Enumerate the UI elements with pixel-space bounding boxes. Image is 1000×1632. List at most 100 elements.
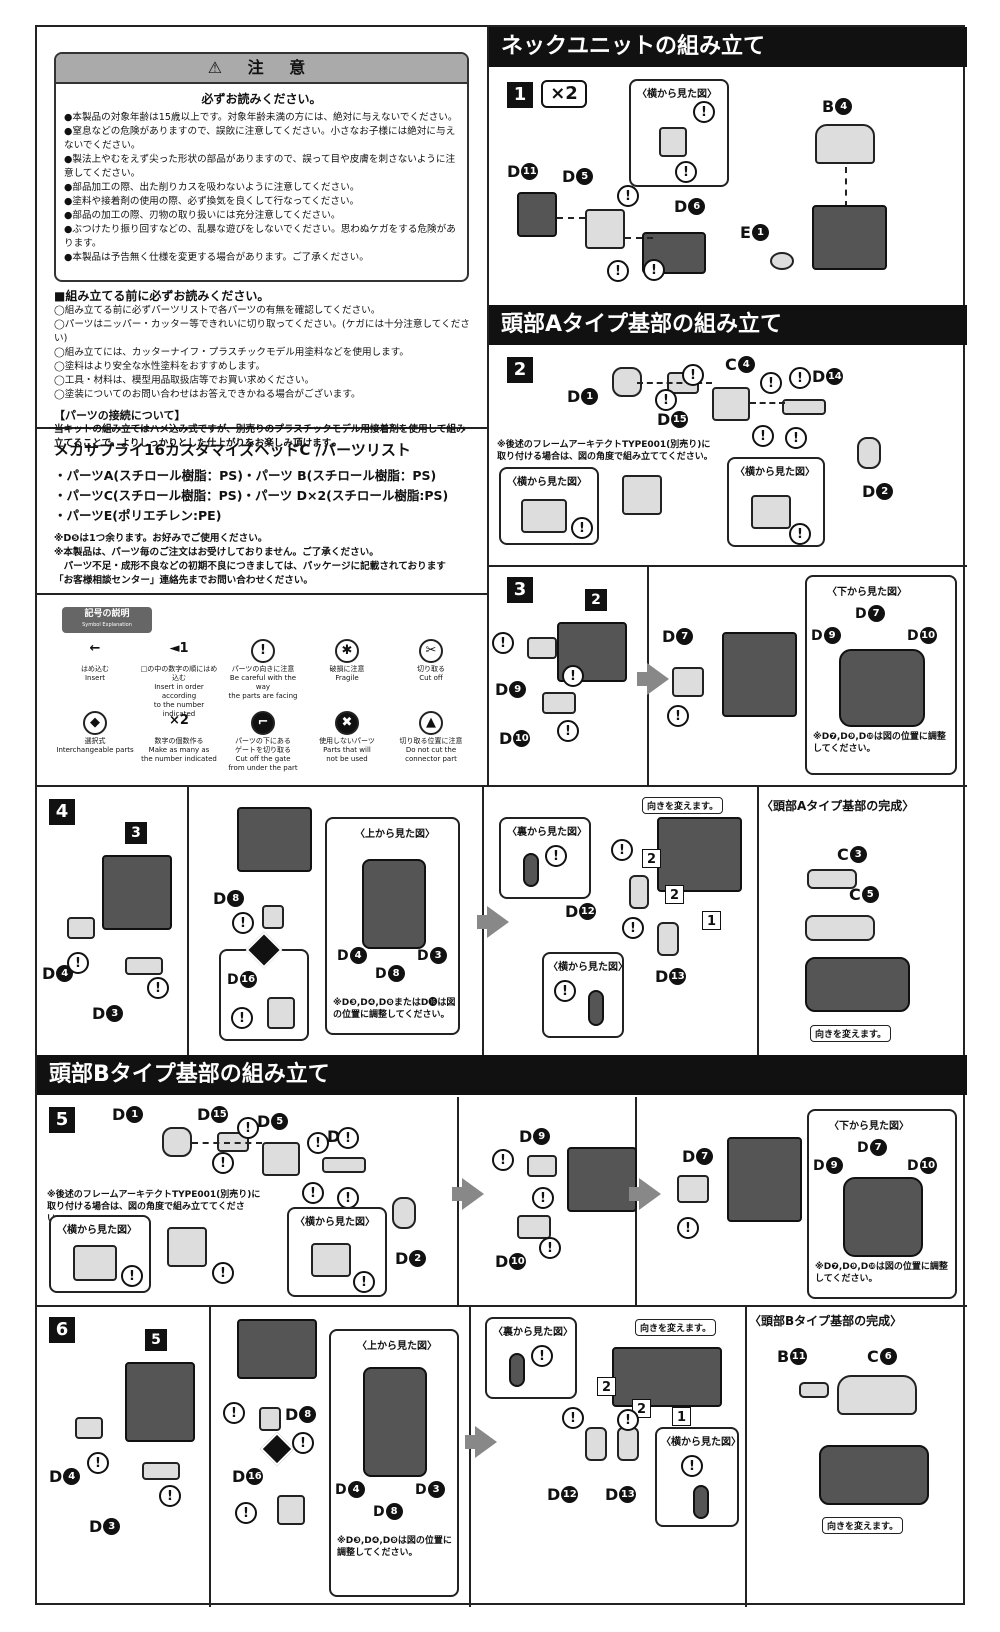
turn-tag: 向きを変えます。 [635, 1319, 717, 1336]
parts-notes: ※D❺は1つ余ります。お好みでご使用ください。 ※本製品は、パーツ毎のご注文はお… [54, 532, 474, 588]
gate-icon: ⌐ [251, 711, 275, 735]
step5-side-view-right: 〈横から見た図〉 ! [287, 1207, 387, 1297]
step2-side-view-left: 〈横から見た図〉 ! [499, 467, 599, 545]
orientation-icon: ! [492, 1149, 514, 1171]
orientation-icon: ! [232, 912, 254, 934]
connector-icon: ▲ [419, 711, 443, 735]
warning-item: ●本製品の対象年齢は15歳以上です。対象年齢未満の方には、絶対に与えないでくださ… [64, 112, 458, 123]
interchangeable-icon [260, 1432, 294, 1466]
turn-tag: 向きを変えます。 [810, 1025, 892, 1042]
orientation-icon: ! [539, 1237, 561, 1259]
instruction-sheet: ⚠ 注 意 必ずお読みください。 ●本製品の対象年齢は15歳以上です。対象年齢未… [35, 25, 967, 1607]
prep-item: ◯組み立てには、カッターナイフ・プラスチックモデル用塗料などを使用します。 [54, 347, 409, 358]
orientation-icon: ! [677, 1217, 699, 1239]
orientation-icon: ! [237, 1117, 259, 1139]
warning-item: ●ぶつけたり振り回すなどの、乱暴な遊びをしないでください。思わぬケガをする危険が… [64, 224, 456, 249]
orientation-icon: ! [87, 1452, 109, 1474]
side-view-title: 〈横から見た図〉 [548, 962, 628, 973]
orientation-icon: ! [622, 917, 644, 939]
connection-text: 当キットの組み立てはハメ込み式ですが、別売りのプラスチックモデル用接着剤を使用し… [54, 424, 466, 449]
adjust-note: ※D❼,D❾,D❿は図の位置に調整してください。 [815, 1262, 948, 1284]
side-view-title: 〈横から見た図〉 [507, 477, 587, 488]
step6-side-view-panel: 〈横から見た図〉 ! [655, 1427, 741, 1527]
symbol-badge-jp: 記号の説明 [84, 609, 130, 619]
parts-line: ・パーツA(スチロール樹脂：PS)・パーツ B(スチロール樹脂：PS) [54, 468, 437, 483]
prep-item: ◯塗装についてのお問い合わせはお答えできかねる場合がございます。 [54, 389, 361, 400]
symbol-cut: ✂切り取る Cut off [391, 639, 471, 683]
orientation-icon: ! [235, 1502, 257, 1524]
back-view-title: 〈裏から見た図〉 [507, 827, 587, 838]
orientation-icon: ! [231, 1007, 253, 1029]
warning-subtitle: 必ずお読みください。 [201, 92, 322, 106]
symbol-label: 破損に注意 Fragile [329, 665, 365, 682]
orientation-icon: ! [617, 1409, 639, 1431]
orientation-icon: ! [337, 1187, 359, 1209]
symbol-label: □の中の数字の順にはめ込む Insert in order according … [140, 665, 218, 718]
orientation-icon: ! [545, 845, 567, 867]
orientation-icon: ! [337, 1127, 359, 1149]
warning-item: ●本製品は予告無く仕様を変更する場合があります。ご了承ください。 [64, 252, 369, 263]
adjust-note: ※D❸,D❹,D❽は図の位置に調整してください。 [337, 1536, 452, 1558]
order-1: 1 [672, 1407, 691, 1426]
orientation-icon: ! [554, 980, 576, 1002]
bottom-view-title: 〈下から見た図〉 [827, 587, 907, 598]
doneA-title: 〈頭部Aタイプ基部の完成〉 [761, 799, 915, 813]
step1-side-view-panel: 〈横から見た図〉 ! ! [629, 79, 729, 187]
step-4-number: 4 [49, 799, 75, 825]
ref-step-2: 2 [585, 589, 607, 611]
orientation-icon: ! [617, 185, 639, 207]
orientation-icon: ! [302, 1182, 324, 1204]
symbol-label: 切り取る Cut off [417, 665, 445, 682]
warning-item: ●窒息などの危険がありますので、誤飲に注意してください。小さなお子様には絶対に与… [64, 126, 456, 151]
doneB-title: 〈頭部Bタイプ基部の完成〉 [749, 1314, 903, 1328]
turn-tag: 向きを変えます。 [822, 1517, 904, 1534]
orientation-icon: ! [760, 372, 782, 394]
parts-note: ※本製品は、パーツ毎のご注文はお受けしておりません。ご了承ください。 [54, 547, 379, 558]
orientation-icon: ! [643, 259, 665, 281]
turn-tag: 向きを変えます。 [642, 797, 724, 814]
parts-list-title: メカサプライ16カスタマイズヘッドC /パーツリスト [54, 441, 411, 459]
step5-side-view-left: 〈横から見た図〉 ! [49, 1215, 151, 1293]
symbol-label: パーツの下にある ゲートを切り取る Cut off the gate from … [228, 737, 298, 772]
parts-note: ※D❺は1つ余ります。お好みでご使用ください。 [54, 533, 268, 544]
warning-item: ●部品の加工の際、刃物の取り扱いには充分注意してください。 [64, 210, 341, 221]
warning-header: ⚠ 注 意 [56, 54, 467, 84]
orientation-icon: ! [562, 1407, 584, 1429]
orientation-icon: ! [681, 1455, 703, 1477]
orientation-icon: ! [752, 425, 774, 447]
warning-item: ●部品加工の際、出た削りカスを吸わないように注意してください。 [64, 182, 360, 193]
step-5-number: 5 [49, 1107, 75, 1133]
orientation-icon: ! [492, 632, 514, 654]
symbol-exclamation: !パーツの向きに注意 Be careful with the way the p… [223, 639, 303, 701]
ordered-insert-icon: ◄1 [169, 641, 189, 656]
